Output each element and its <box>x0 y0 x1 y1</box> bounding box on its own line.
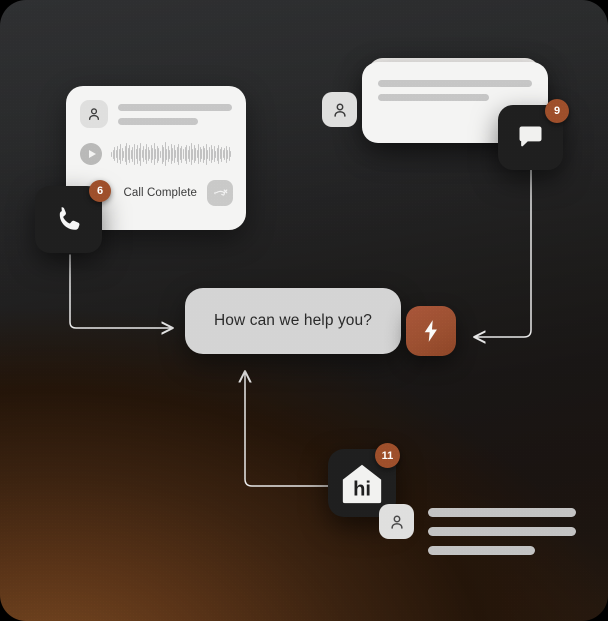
person-icon <box>379 504 414 539</box>
placeholder-bar <box>428 546 535 555</box>
badge-count: 6 <box>89 180 111 202</box>
connector-phone-to-bubble <box>69 254 172 328</box>
call-status-row: Call Complete <box>66 167 246 206</box>
help-prompt-text: How can we help you? <box>214 312 372 329</box>
placeholder-bar <box>118 103 232 111</box>
help-prompt-bubble[interactable]: How can we help you? <box>185 288 401 354</box>
play-icon[interactable] <box>80 143 102 165</box>
person-icon <box>80 100 108 128</box>
voice-card-header <box>66 86 246 128</box>
bottom-text-placeholders <box>428 508 576 555</box>
svg-text:hi: hi <box>353 478 371 500</box>
phone-hangup-icon[interactable] <box>207 180 233 206</box>
person-icon <box>322 92 357 127</box>
lightning-bolt-icon[interactable] <box>406 306 456 356</box>
connector-chat-to-bolt <box>475 169 532 337</box>
placeholder-bar <box>118 117 198 125</box>
call-status-label: Call Complete <box>123 187 197 199</box>
placeholder-bar <box>428 508 576 517</box>
connector-hi-to-bubble <box>245 372 331 487</box>
placeholder-bar <box>428 527 576 536</box>
badge-count: 11 <box>375 443 400 468</box>
audio-player-row[interactable] <box>66 128 246 167</box>
placeholder-bar <box>378 80 532 87</box>
badge-count: 9 <box>545 99 569 123</box>
voice-card-text-placeholders <box>118 103 232 125</box>
placeholder-bar <box>378 94 489 101</box>
audio-waveform <box>111 141 232 167</box>
